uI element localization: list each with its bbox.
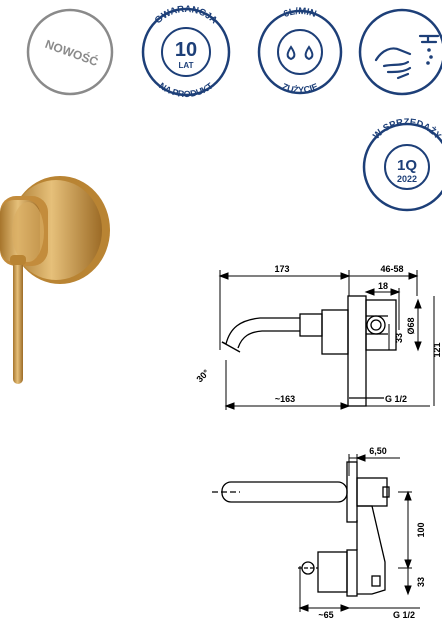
dim-g12-top: G 1/2 [385,394,407,404]
dim-163: ~163 [275,394,295,404]
water-drops-icon [426,48,433,65]
nowosc-badge: NOWOŚĆ [26,8,114,96]
hand-wash-badge [358,8,442,96]
dim-65: ~65 [318,610,333,620]
gwarancja-unit: LAT [179,61,194,70]
faucet-side-outline [221,295,397,407]
sale-badge: W SPRZEDAŻY 1Q 2022 [362,117,442,212]
product-photo [0,176,110,384]
dim-phi68: Ø68 [406,317,416,334]
sale-quarter: 1Q [397,157,417,174]
dim-173: 173 [274,264,289,274]
gwarancja-number: 10 [175,39,197,61]
dim-18: 18 [378,281,388,291]
water-drops-icon [286,45,314,61]
flow-top-text: 6L/MIN [282,6,318,20]
dimension-lines-bottom [298,454,420,612]
dim-33: 33 [394,333,404,343]
flow-bottom-text: ZUŻYCIE [281,81,320,95]
flow-badge: 6L/MIN ZUŻYCIE [257,6,343,95]
dim-g12-bottom: G 1/2 [393,610,415,620]
sale-year: 2022 [397,174,417,184]
gwarancja-badge: GWARANCJA 10 LAT NA PRODUKT [141,4,231,99]
dim-33-bottom: 33 [416,577,426,587]
badge-row: NOWOŚĆ GWARANCJA 10 LAT NA PRODUKT 6L/MI… [26,4,442,99]
dim-121: 121 [432,342,442,357]
dimension-lines-top [218,270,435,410]
faucet-top-outline [212,461,390,597]
dim-100: 100 [416,522,426,537]
dim-6-50: 6,50 [369,446,387,456]
dimension-labels-bottom: 6,50 100 33 ~65 G 1/2 [318,446,426,620]
dim-46-58: 46-58 [380,264,403,274]
hand-wash-icon [374,34,440,80]
